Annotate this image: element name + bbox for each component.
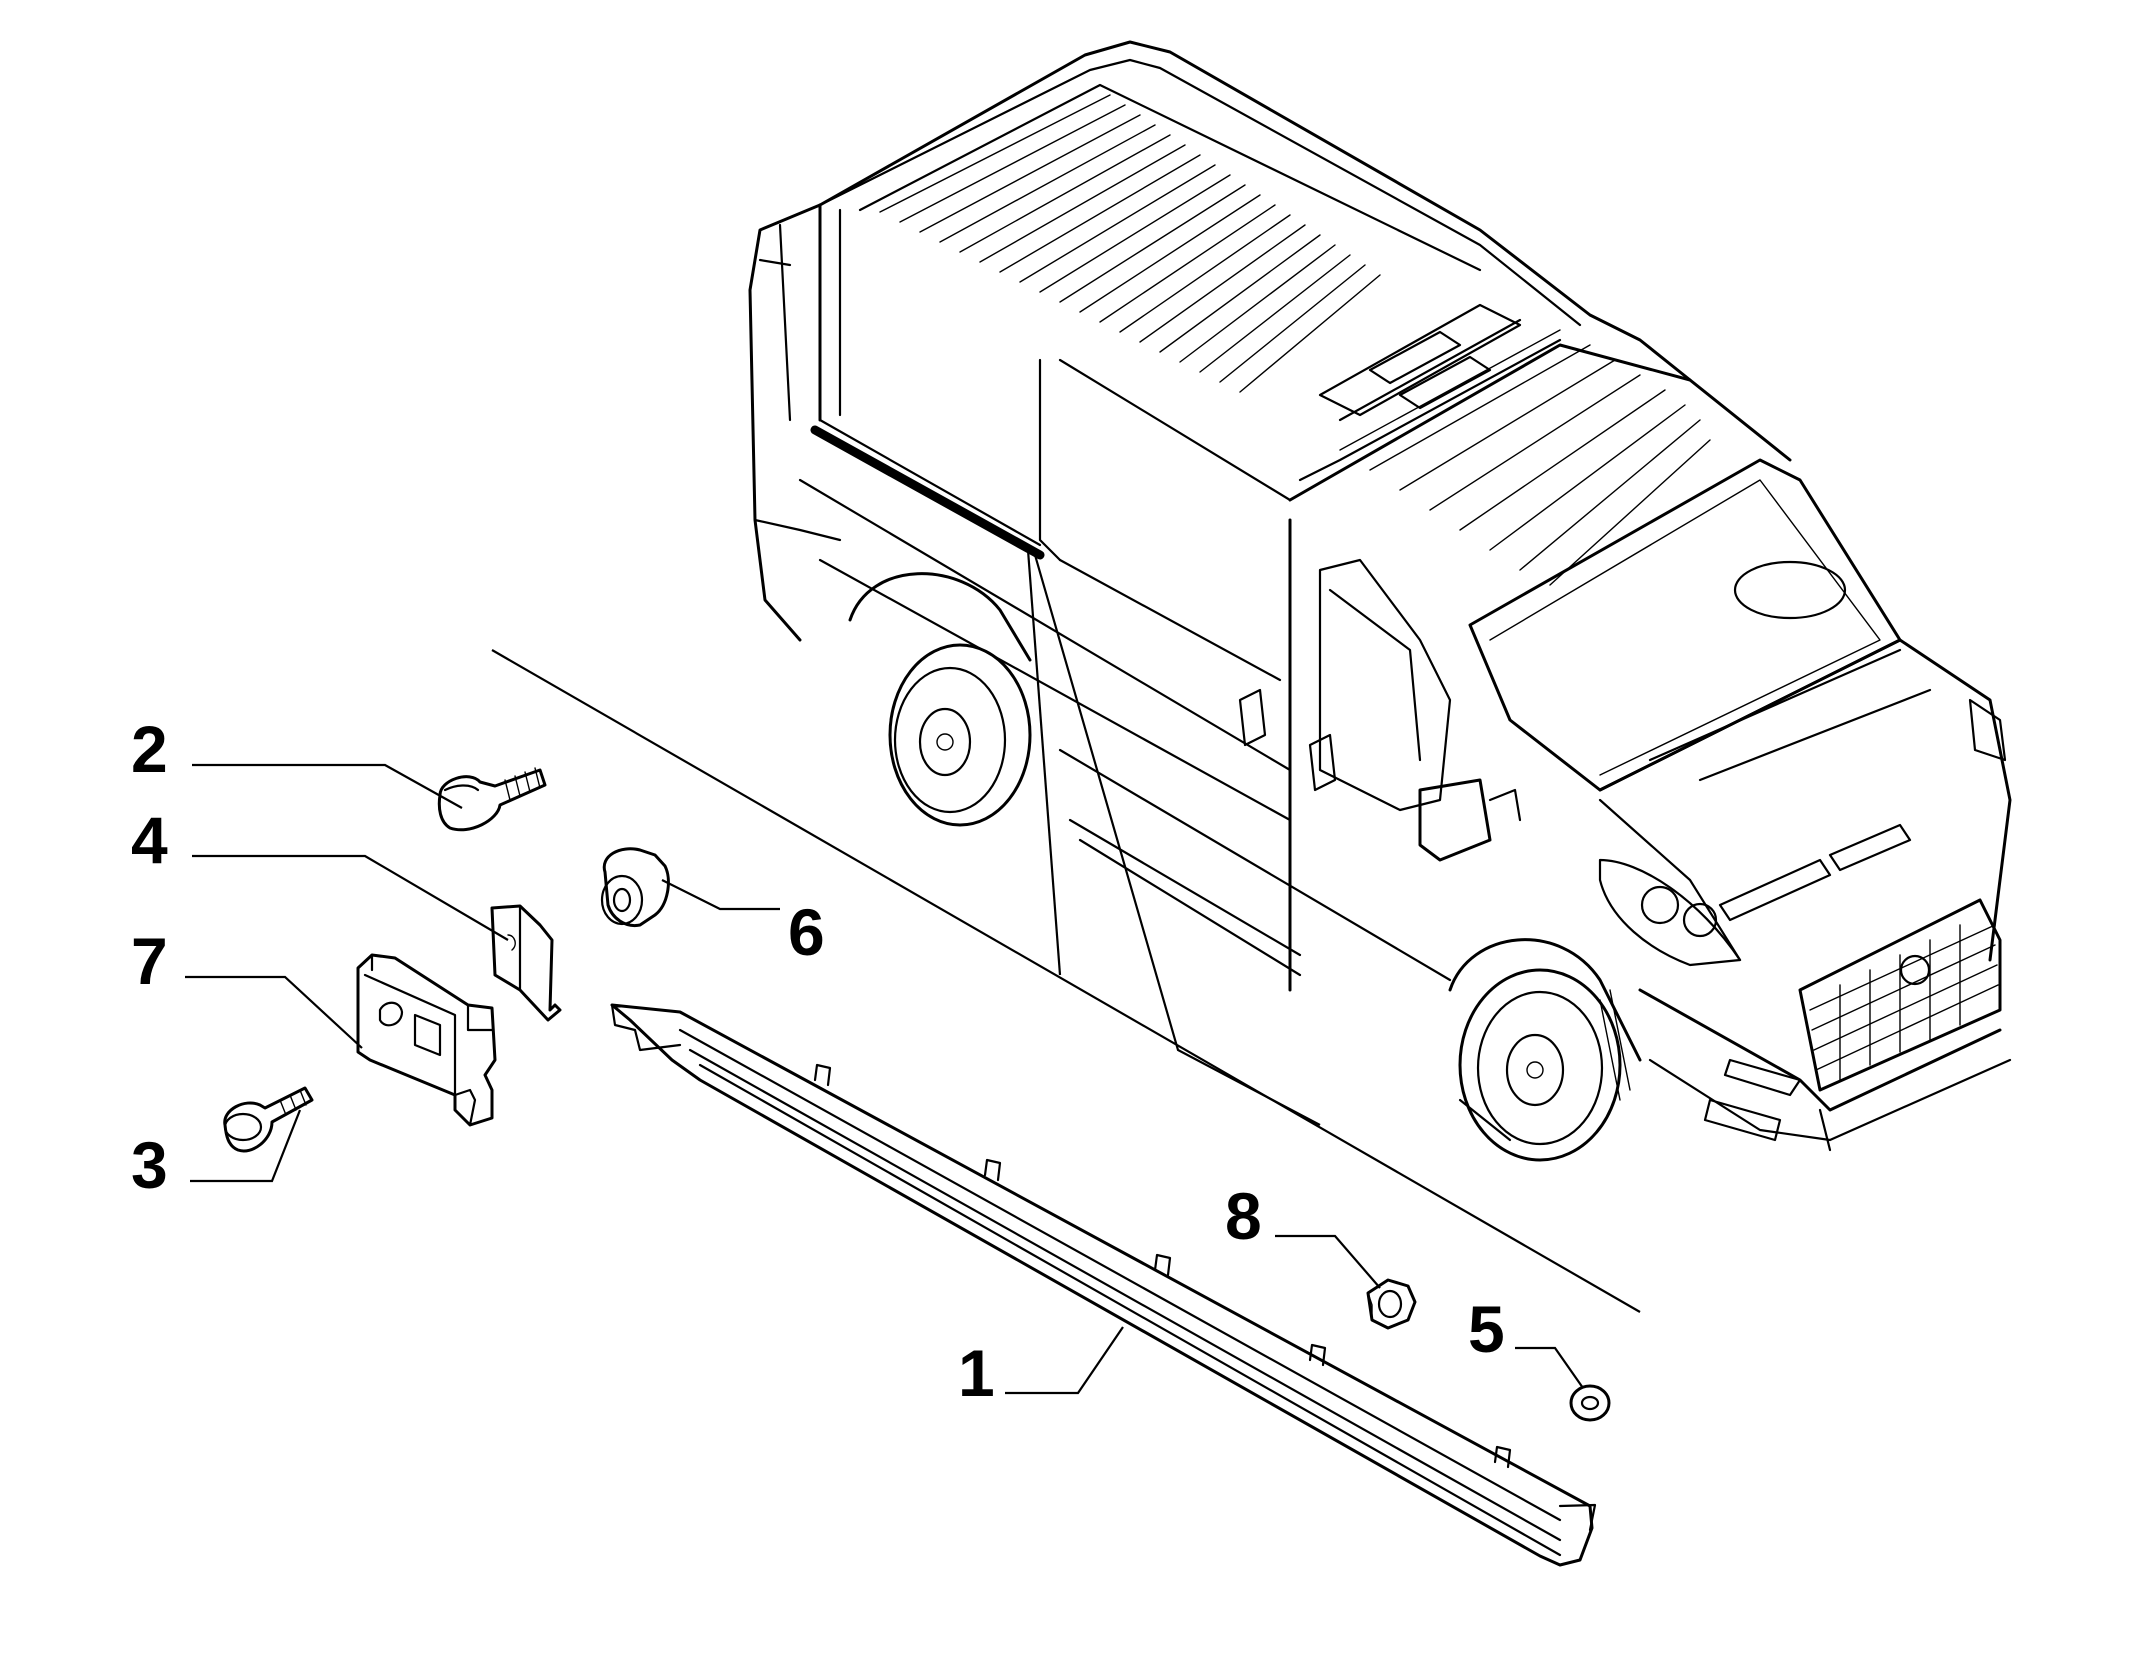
callouts: 2 4 7 3 6 1 8 5 xyxy=(131,712,1505,1410)
leader-1 xyxy=(1005,1326,1124,1395)
callout-6: 6 xyxy=(788,895,825,969)
callout-3: 3 xyxy=(131,1128,168,1202)
side-rail-highlight xyxy=(810,425,1045,560)
part-3-bolt xyxy=(223,1086,314,1153)
roof-ribs xyxy=(879,94,1381,393)
part-2-screw xyxy=(437,767,547,832)
leader-8 xyxy=(1275,1234,1381,1289)
leader-4 xyxy=(192,854,509,941)
leader-7 xyxy=(185,975,363,1049)
part-7-bracket xyxy=(356,953,497,1127)
callout-7: 7 xyxy=(131,924,168,998)
leader-5 xyxy=(1515,1346,1584,1389)
part-8-nut xyxy=(1366,1278,1417,1330)
reference-lines xyxy=(491,549,1641,1313)
grille-lines xyxy=(1809,924,1999,1081)
part-1-sill-rail xyxy=(610,1003,1597,1567)
callout-2: 2 xyxy=(131,712,168,786)
part-4-clip xyxy=(490,904,562,1022)
van-illustration xyxy=(748,40,2012,1162)
front-roof-ribs xyxy=(1339,329,1711,586)
part-5-washer xyxy=(1569,1384,1611,1422)
leader-3 xyxy=(190,1109,302,1183)
callout-4: 4 xyxy=(131,803,168,877)
callout-8: 8 xyxy=(1225,1179,1262,1253)
part-6-rivet-nut xyxy=(600,847,670,928)
leader-lines xyxy=(185,763,1584,1395)
callout-1: 1 xyxy=(958,1336,995,1410)
callout-5: 5 xyxy=(1468,1292,1505,1366)
leader-6 xyxy=(661,879,780,911)
leader-2 xyxy=(192,763,463,809)
